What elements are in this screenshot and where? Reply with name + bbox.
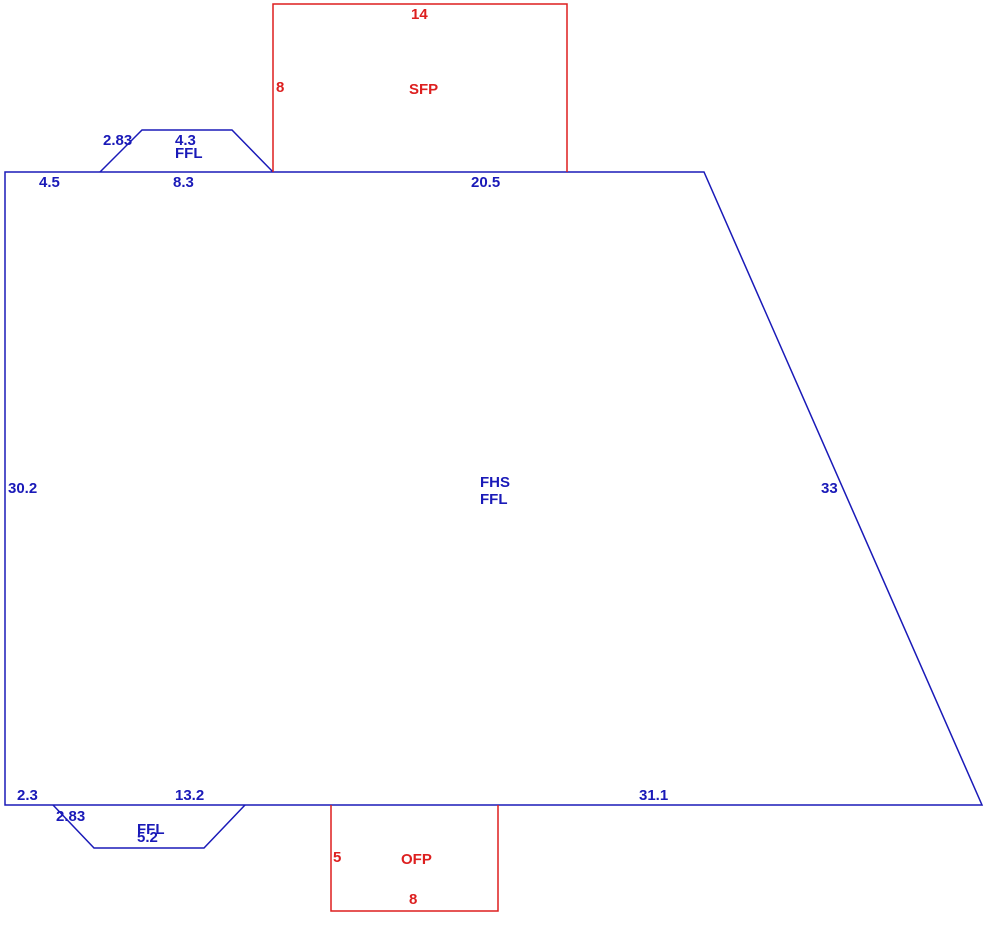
bottom-bay-outline bbox=[52, 804, 246, 849]
main-area-outline bbox=[4, 171, 984, 806]
dim-top-left: 4.5 bbox=[39, 174, 60, 191]
sfp-top: 14 bbox=[411, 6, 428, 23]
sfp-label: SFP bbox=[409, 81, 438, 98]
top-bay-diag: 2.83 bbox=[103, 132, 132, 149]
ofp-outline bbox=[330, 805, 499, 912]
dim-bottom-right: 31.1 bbox=[639, 787, 668, 804]
bottom-bay-bottom: 5.2 bbox=[137, 829, 158, 846]
ofp-left: 5 bbox=[333, 849, 341, 866]
dim-top-right: 20.5 bbox=[471, 174, 500, 191]
main-area-label: FHS bbox=[480, 474, 510, 491]
top-bay-label: FFL bbox=[175, 145, 203, 162]
sfp-left: 8 bbox=[276, 79, 284, 96]
dim-bottom-mid: 13.2 bbox=[175, 787, 204, 804]
ofp-bottom: 8 bbox=[409, 891, 417, 908]
main-area-label-2: FFL bbox=[480, 491, 508, 508]
dim-left: 30.2 bbox=[8, 480, 37, 497]
ofp-label: OFP bbox=[401, 851, 432, 868]
bottom-bay-diag: 2.83 bbox=[56, 808, 85, 825]
sfp-outline bbox=[272, 3, 568, 172]
dim-right: 33 bbox=[821, 480, 838, 497]
top-bay-outline bbox=[99, 129, 274, 173]
dim-top-mid: 8.3 bbox=[173, 174, 194, 191]
bottom-bay-label: FFL bbox=[137, 821, 165, 838]
dim-bottom-left: 2.3 bbox=[17, 787, 38, 804]
top-bay-top: 4.3 bbox=[175, 132, 196, 149]
